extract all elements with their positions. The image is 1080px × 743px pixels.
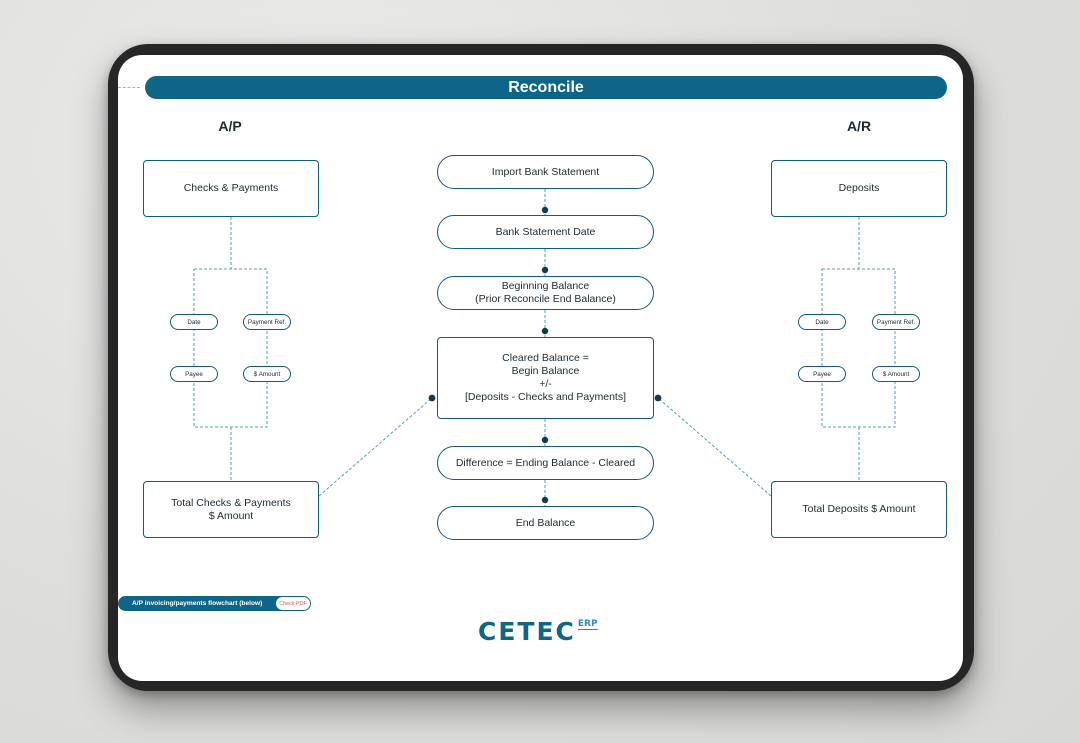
- logo-main-text: CETEC: [478, 617, 576, 646]
- ar-payment-ref-field: Payment Ref.: [872, 314, 920, 330]
- ap-total-line1: Total Checks & Payments: [171, 496, 291, 509]
- flowchart-link-label[interactable]: A/P invoicing/payments flowchart (below): [132, 600, 263, 607]
- ap-total-line2: $ Amount: [208, 509, 254, 522]
- ap-date-field: Date: [170, 314, 218, 330]
- ar-amount-field: $ Amount: [872, 366, 920, 382]
- end-balance-label: End Balance: [515, 516, 576, 529]
- import-bank-statement-node: Import Bank Statement: [437, 155, 654, 189]
- ar-deposits-box: Deposits: [771, 160, 947, 217]
- difference-node: Difference = Ending Balance - Cleared: [437, 446, 654, 480]
- ap-payment-ref-field: Payment Ref.: [243, 314, 291, 330]
- beginning-balance-line2: (Prior Reconcile End Balance): [475, 293, 616, 305]
- ap-checks-payments-label: Checks & Payments: [183, 182, 279, 194]
- page-title: Reconcile: [145, 76, 947, 99]
- ar-total-label: Total Deposits $ Amount: [802, 503, 916, 515]
- ap-checks-payments-box: Checks & Payments: [143, 160, 319, 217]
- bank-statement-date-node: Bank Statement Date: [437, 215, 654, 249]
- ar-total-box: Total Deposits $ Amount: [771, 481, 947, 538]
- ap-total-box: Total Checks & Payments $ Amount: [143, 481, 319, 538]
- ar-label: A/R: [846, 118, 872, 134]
- logo-sub-text: ERP: [577, 619, 598, 630]
- check-pdf-button[interactable]: Check PDF: [276, 597, 310, 610]
- flowchart-link-tag[interactable]: A/P invoicing/payments flowchart (below)…: [118, 596, 311, 611]
- ar-deposits-label: Deposits: [838, 182, 880, 194]
- title-guide-line: [118, 87, 140, 88]
- end-balance-node: End Balance: [437, 506, 654, 540]
- bank-statement-date-label: Bank Statement Date: [495, 225, 596, 238]
- ap-payee-field: Payee: [170, 366, 218, 382]
- cleared-balance-line3: +/-: [539, 378, 552, 390]
- cleared-balance-line2: Begin Balance: [511, 365, 580, 377]
- cleared-balance-line1: Cleared Balance =: [502, 352, 589, 364]
- beginning-balance-line1: Beginning Balance: [501, 280, 590, 292]
- ar-date-field: Date: [798, 314, 846, 330]
- ar-payee-field: Payee: [798, 366, 846, 382]
- import-bank-statement-label: Import Bank Statement: [491, 165, 600, 178]
- cleared-balance-node: Cleared Balance = Begin Balance +/- [Dep…: [437, 337, 654, 419]
- difference-label: Difference = Ending Balance - Cleared: [455, 456, 636, 469]
- beginning-balance-node: Beginning Balance (Prior Reconcile End B…: [437, 276, 654, 310]
- ap-amount-field: $ Amount: [243, 366, 291, 382]
- cleared-balance-line4: [Deposits - Checks and Payments]: [464, 391, 627, 403]
- ap-label: A/P: [218, 118, 242, 134]
- cetec-erp-logo: CETEC ERP: [478, 618, 598, 648]
